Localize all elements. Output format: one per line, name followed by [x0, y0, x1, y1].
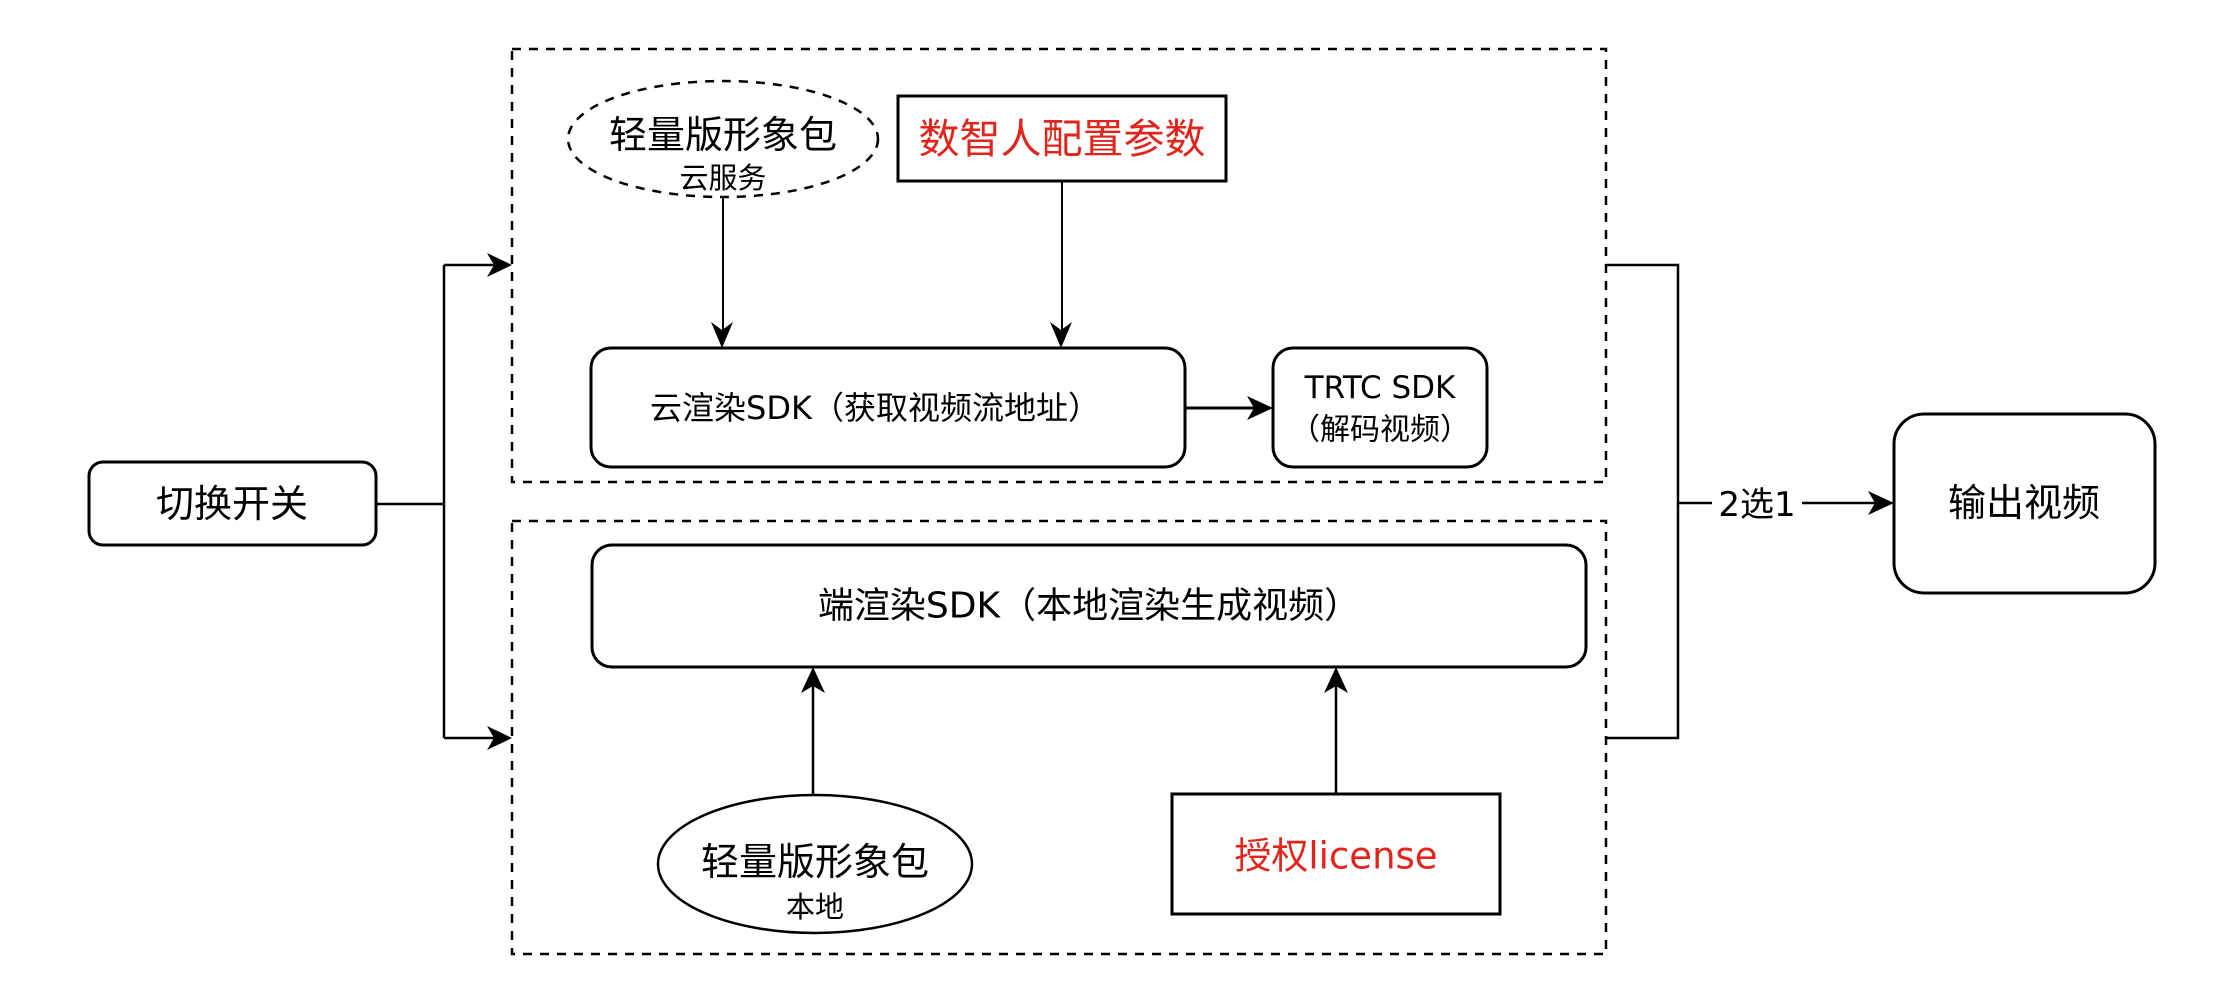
local-sdk-label: 端渲染SDK（本地渲染生成视频） [818, 586, 1360, 627]
arrowhead-icon [1050, 322, 1072, 348]
trtc-sdk-line2: （解码视频） [1290, 413, 1470, 448]
license-node[interactable]: 授权license [1170, 792, 1502, 916]
local-avatar-pack-subtitle: 本地 [786, 890, 844, 924]
local-sdk-box[interactable] [590, 543, 1588, 669]
arrowhead-icon [1247, 396, 1273, 420]
output-box[interactable] [1892, 412, 2157, 595]
config-params-label: 数智人配置参数 [919, 115, 1206, 163]
local-avatar-pack-ellipse[interactable] [656, 793, 974, 935]
config-params-box[interactable] [896, 94, 1228, 183]
arrowhead-icon [1324, 667, 1348, 693]
cloud-sdk-node[interactable]: 云渲染SDK（获取视频流地址） [589, 346, 1187, 469]
switch-node[interactable]: 切换开关 [87, 460, 378, 547]
local-sdk-node[interactable]: 端渲染SDK（本地渲染生成视频） [590, 543, 1588, 669]
arrowhead-icon [801, 667, 825, 693]
output-label: 输出视频 [1948, 481, 2100, 525]
license-label: 授权license [1234, 835, 1437, 878]
local-avatar-pack-title: 轻量版形象包 [701, 840, 929, 884]
trtc-sdk-box[interactable] [1271, 346, 1489, 469]
switch-edges [376, 253, 512, 750]
cloud-avatar-pack-subtitle: 云服务 [679, 161, 766, 195]
arrowhead-icon [711, 322, 733, 348]
merge-bracket [1606, 263, 1680, 740]
arrowhead-icon [487, 253, 512, 277]
cloud-sdk-label: 云渲染SDK（获取视频流地址） [650, 389, 1100, 427]
license-box[interactable] [1170, 792, 1502, 916]
output-node[interactable]: 输出视频 [1892, 412, 2157, 595]
merge-edges: 2选1 [1606, 263, 1894, 740]
arrowhead-icon [1868, 491, 1894, 515]
config-params-node[interactable]: 数智人配置参数 [896, 94, 1228, 183]
cloud-avatar-pack-node[interactable]: 轻量版形象包 云服务 [566, 79, 880, 199]
local-avatar-pack-node[interactable]: 轻量版形象包 本地 [656, 793, 974, 935]
arrowhead-icon [487, 726, 512, 750]
merge-label: 2选1 [1718, 485, 1795, 525]
trtc-sdk-line1: TRTC SDK [1304, 370, 1456, 406]
switch-label: 切换开关 [156, 482, 308, 526]
cloud-avatar-pack-title: 轻量版形象包 [609, 113, 837, 157]
trtc-sdk-node[interactable]: TRTC SDK （解码视频） [1271, 346, 1489, 469]
